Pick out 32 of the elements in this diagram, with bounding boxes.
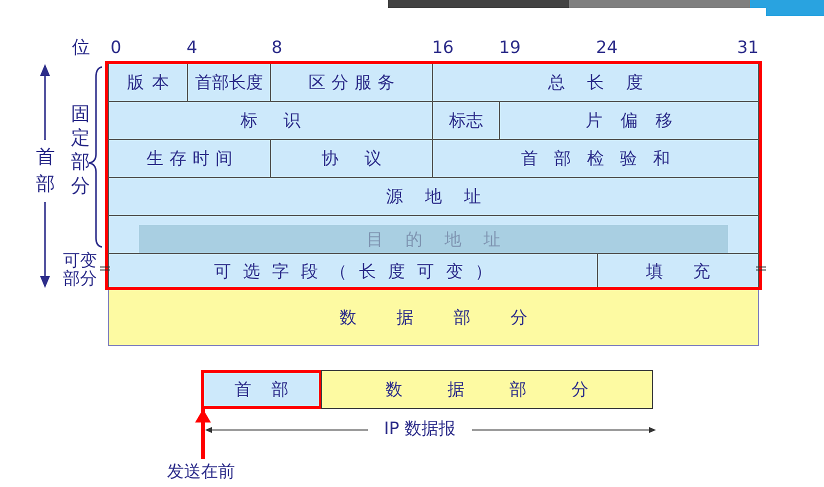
bit-number: 19 bbox=[499, 40, 521, 57]
header-field bbox=[108, 215, 759, 254]
data-block: 数据部分 bbox=[321, 370, 653, 409]
bit-number: 24 bbox=[596, 40, 618, 57]
header-field: 可选字段（长度可变） bbox=[108, 253, 598, 289]
axis-label: 位 bbox=[72, 39, 90, 57]
highlight-band: 目的地址 bbox=[139, 225, 728, 254]
header-field: 标识 bbox=[108, 101, 433, 140]
arrow bbox=[195, 409, 211, 459]
header-field: 首部检验和 bbox=[432, 139, 759, 178]
annotation-text: 发送在前 bbox=[160, 459, 242, 483]
bit-number: 8 bbox=[272, 40, 282, 57]
header-field: 源地址 bbox=[108, 177, 759, 216]
bit-number: 31 bbox=[737, 40, 759, 57]
header-field: 填充 bbox=[597, 253, 759, 289]
header-field: 总长度 bbox=[432, 63, 759, 102]
bracket-label: 固定部分 bbox=[70, 102, 91, 198]
bracket-label: 可变部分 bbox=[62, 252, 98, 288]
header-field: 版本 bbox=[108, 63, 188, 102]
header-field: 首部长度 bbox=[187, 63, 271, 102]
bit-number: 4 bbox=[186, 40, 198, 57]
bit-number: 0 bbox=[110, 40, 122, 57]
header-block: 首部 bbox=[201, 370, 322, 409]
header-field: 标志 bbox=[432, 101, 500, 140]
header-field: 生存时间 bbox=[108, 139, 271, 178]
header-field: 区分服务 bbox=[270, 63, 433, 102]
bit-number: 16 bbox=[432, 40, 454, 57]
header-field: 协议 bbox=[270, 139, 433, 178]
dimension-label: IP 数据报 bbox=[384, 421, 456, 438]
data-section: 数据部分 bbox=[108, 288, 759, 346]
header-field: 片偏移 bbox=[499, 101, 759, 140]
bracket-label: 首部 bbox=[35, 145, 56, 197]
